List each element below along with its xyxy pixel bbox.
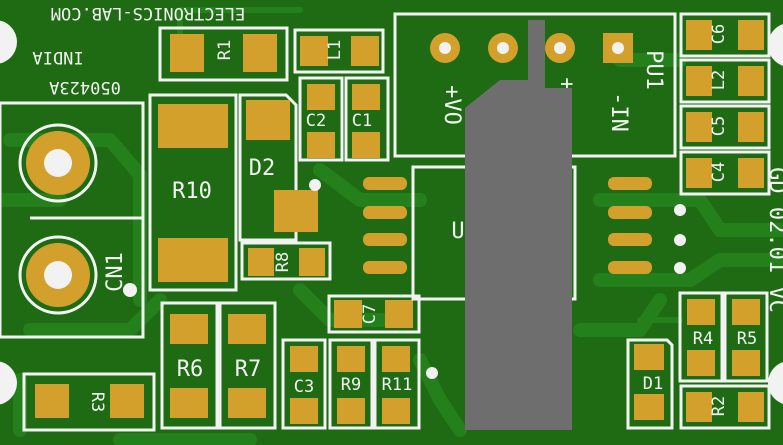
c3-capacitor: C3	[281, 338, 327, 430]
l2-inductor: L2	[679, 58, 771, 104]
d1-label: D1	[643, 374, 663, 394]
r10-label: R10	[172, 179, 212, 204]
r10-resistor: R10	[148, 93, 238, 292]
c6-label: C6	[709, 24, 729, 44]
l1-label: L1	[325, 40, 345, 60]
r1-label: R1	[215, 40, 235, 60]
r8-label: R8	[273, 252, 293, 272]
r6-label: R6	[177, 357, 204, 382]
via	[674, 234, 686, 246]
module-body	[465, 20, 572, 430]
r5-resistor: R5	[723, 291, 769, 383]
c5-capacitor: C5	[679, 104, 771, 150]
c4-label: C4	[709, 162, 729, 182]
via	[674, 262, 686, 274]
r3-resistor: R3	[22, 372, 156, 432]
r7-resistor: R7	[218, 301, 277, 430]
code-text: 050423A	[49, 77, 121, 97]
vo-plus-label: +VO	[439, 85, 464, 125]
c1-capacitor: C1	[344, 76, 390, 162]
cn1-connector: CN1	[0, 101, 145, 339]
c7-label: C7	[360, 304, 380, 324]
via	[123, 283, 137, 297]
mounting-hole-top-right	[768, 24, 783, 66]
r11-resistor: R11	[373, 338, 421, 430]
vin-plus-label: +	[554, 77, 579, 90]
r2-label: R2	[709, 396, 729, 416]
r11-label: R11	[382, 375, 413, 395]
l1-inductor: L1	[293, 28, 385, 74]
via	[309, 179, 321, 191]
vin-label: -IN	[606, 92, 631, 132]
country-text: INDIA	[32, 47, 83, 67]
cn1-label: CN1	[103, 252, 128, 292]
c5-label: C5	[709, 116, 729, 136]
u1-chip: U	[363, 165, 652, 301]
c3-label: C3	[294, 377, 314, 397]
via	[674, 204, 686, 216]
mounting-holes	[0, 20, 783, 405]
revision-text: GD 02.01 VC	[764, 167, 783, 313]
c4-capacitor: C4	[679, 150, 771, 196]
r6-resistor: R6	[160, 301, 219, 430]
mounting-hole-top-left	[0, 20, 17, 64]
c2-label: C2	[306, 111, 326, 131]
r8-resistor: R8	[240, 241, 332, 281]
c2-capacitor: C2	[298, 76, 344, 162]
r1-resistor: R1	[158, 26, 289, 82]
d2-label: D2	[249, 156, 276, 181]
website-text: ELECTRONICS-LAB.COM	[51, 3, 245, 23]
r9-label: R9	[341, 375, 361, 395]
pu1-label: PU1	[641, 50, 666, 90]
c1-label: C1	[352, 111, 372, 131]
mounting-hole-bottom-right	[768, 362, 783, 404]
via	[426, 367, 438, 379]
mounting-hole-bottom-left	[0, 361, 17, 405]
d2-diode: D2	[238, 93, 318, 242]
r2-resistor: R2	[679, 384, 771, 430]
c7-capacitor: C7	[327, 294, 421, 334]
r3-label: R3	[87, 392, 107, 412]
r7-label: R7	[235, 357, 262, 382]
pu1-module: PU1 +VO - + -IN	[393, 12, 677, 158]
r4-label: R4	[693, 329, 713, 349]
r5-label: R5	[737, 329, 757, 349]
copper-traces	[0, 7, 783, 445]
c6-capacitor: C6	[679, 12, 771, 58]
d1-diode: D1	[626, 338, 674, 430]
l2-label: L2	[709, 70, 729, 90]
r4-resistor: R4	[678, 291, 724, 383]
u1-label: U	[451, 219, 464, 244]
r9-resistor: R9	[328, 338, 374, 430]
